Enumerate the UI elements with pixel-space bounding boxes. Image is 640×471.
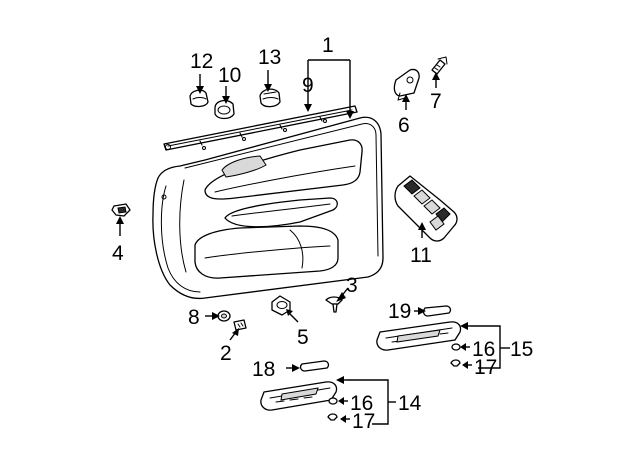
bolt-2	[233, 319, 247, 331]
callout-12: 12	[190, 50, 213, 73]
belt-weatherstrip	[163, 105, 358, 151]
callout-4: 4	[112, 242, 124, 265]
callout-17-lower: 17	[352, 410, 375, 433]
door-trim-panel	[152, 116, 384, 300]
callout-10: 10	[218, 64, 241, 87]
callout-2: 2	[220, 342, 232, 365]
callout-17-upper: 17	[474, 356, 497, 379]
callout-11: 11	[410, 244, 432, 267]
power-window-switch	[394, 175, 458, 242]
callout-7: 7	[430, 90, 442, 113]
clip-13	[259, 88, 281, 108]
insert-18	[299, 360, 330, 372]
clip-12	[189, 89, 209, 108]
callout-1: 1	[322, 34, 334, 57]
callout-13: 13	[258, 46, 281, 69]
screw-17-upper	[450, 359, 461, 367]
switch-bezel-lower	[260, 381, 338, 411]
callout-3: 3	[346, 274, 358, 297]
clip-10	[214, 99, 235, 120]
callout-labels: 1 9 12 10 13 6 7 11 4 3 5 8 2 19 15 16 1…	[112, 34, 533, 433]
screw-17-lower	[327, 413, 338, 421]
bracket-6	[393, 68, 420, 101]
switch-bezel-upper	[376, 321, 462, 351]
insert-19	[422, 305, 452, 317]
clip-16-upper	[451, 343, 461, 351]
callout-15: 15	[510, 338, 533, 361]
callout-18: 18	[252, 358, 275, 381]
screw-7	[431, 56, 448, 75]
fastener-5	[271, 295, 291, 316]
callout-19: 19	[388, 300, 411, 323]
callout-5: 5	[297, 326, 309, 349]
callout-16-lower: 16	[350, 392, 373, 415]
leader-lines	[116, 59, 510, 425]
clip-4	[111, 203, 131, 217]
clip-16-lower	[328, 397, 338, 405]
callout-6: 6	[398, 114, 410, 137]
callout-14: 14	[398, 392, 422, 415]
callout-9: 9	[302, 74, 314, 97]
callout-16-upper: 16	[472, 338, 495, 361]
callout-8: 8	[188, 306, 200, 329]
